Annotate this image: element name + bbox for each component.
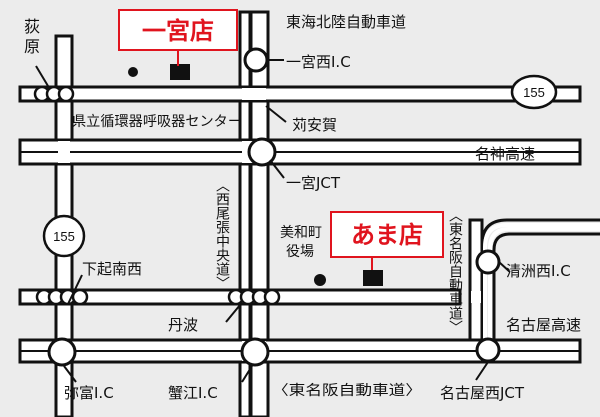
interchange-kiyosu-nishi: [475, 249, 501, 275]
road-vertical-center: [238, 10, 270, 417]
store-box-ama[interactable]: あま店: [330, 211, 444, 270]
label-nishibi-road: 〈西尾張中央道〉: [214, 178, 230, 290]
label-kanie-ic: 蟹江I.C: [168, 384, 218, 402]
label-ogiwara-1: 荻: [24, 17, 40, 36]
route-shield-left: 155: [42, 214, 86, 258]
label-ichinomiya-jct: 一宮JCT: [286, 174, 341, 192]
store-marker-ichinomiya[interactable]: [170, 64, 190, 80]
junction-cluster-tanba: [227, 288, 281, 306]
route-shield-left-number: 155: [53, 229, 75, 244]
road-meishin: [18, 138, 582, 166]
label-miwa-2: 役場: [286, 244, 314, 260]
junction-cluster-top-left: [33, 85, 75, 103]
label-kenritsu-center: 県立循環器呼吸器センター: [72, 114, 242, 130]
label-shimookoshi: 下起南西: [82, 260, 142, 278]
leader-lines: [35, 59, 511, 383]
label-tanba: 丹波: [168, 316, 198, 334]
store-label-ichinomiya: 一宮店: [142, 17, 214, 45]
interchange-yatomi: [47, 337, 77, 367]
label-tomei-vertical: 〈東名阪自動車道〉: [447, 208, 463, 334]
label-tomei-bottom: 〈東名阪自動車道〉: [272, 382, 422, 399]
interchange-ichinomiya-nishi: [243, 47, 269, 73]
interchange-nagoya-nishi-jct: [475, 337, 501, 363]
label-meishin: 名神高速: [475, 145, 535, 163]
road-top-route155: [18, 85, 582, 103]
junction-cluster-middle-left: [35, 288, 89, 306]
label-ogiwara-2: 原: [24, 37, 40, 56]
label-nagoya-expressway: 名古屋高速: [506, 316, 581, 334]
label-kiyosu-nishi-ic: 清洲西I.C: [506, 262, 571, 280]
route-shield-top-number: 155: [523, 85, 545, 100]
label-miwa-1: 美和町: [280, 225, 322, 241]
interchange-ichinomiya-jct: [247, 137, 277, 167]
label-ichinomiya-nishi-ic: 一宮西I.C: [286, 53, 351, 71]
labels: 荻 原 東海北陸自動車道 一宮西I.C 苅安賀 名神高速 一宮JCT 県立循環器…: [24, 13, 581, 402]
store-marker-ama[interactable]: [363, 270, 383, 286]
label-expressway-tokai-hokuriku: 東海北陸自動車道: [286, 13, 406, 31]
label-nagoya-nishi-jct: 名古屋西JCT: [440, 384, 525, 402]
road-tomei-bottom: [18, 338, 582, 364]
town-office-marker: [314, 274, 326, 286]
label-yatomi-ic: 弥富I.C: [64, 384, 114, 402]
interchange-kanie: [240, 337, 270, 367]
store-box-ichinomiya[interactable]: 一宮店: [118, 9, 238, 66]
store-label-ama: あま店: [351, 221, 423, 249]
hospital-marker: [128, 67, 138, 77]
route-shield-top: 155: [510, 74, 558, 110]
label-karuga: 苅安賀: [292, 116, 337, 134]
